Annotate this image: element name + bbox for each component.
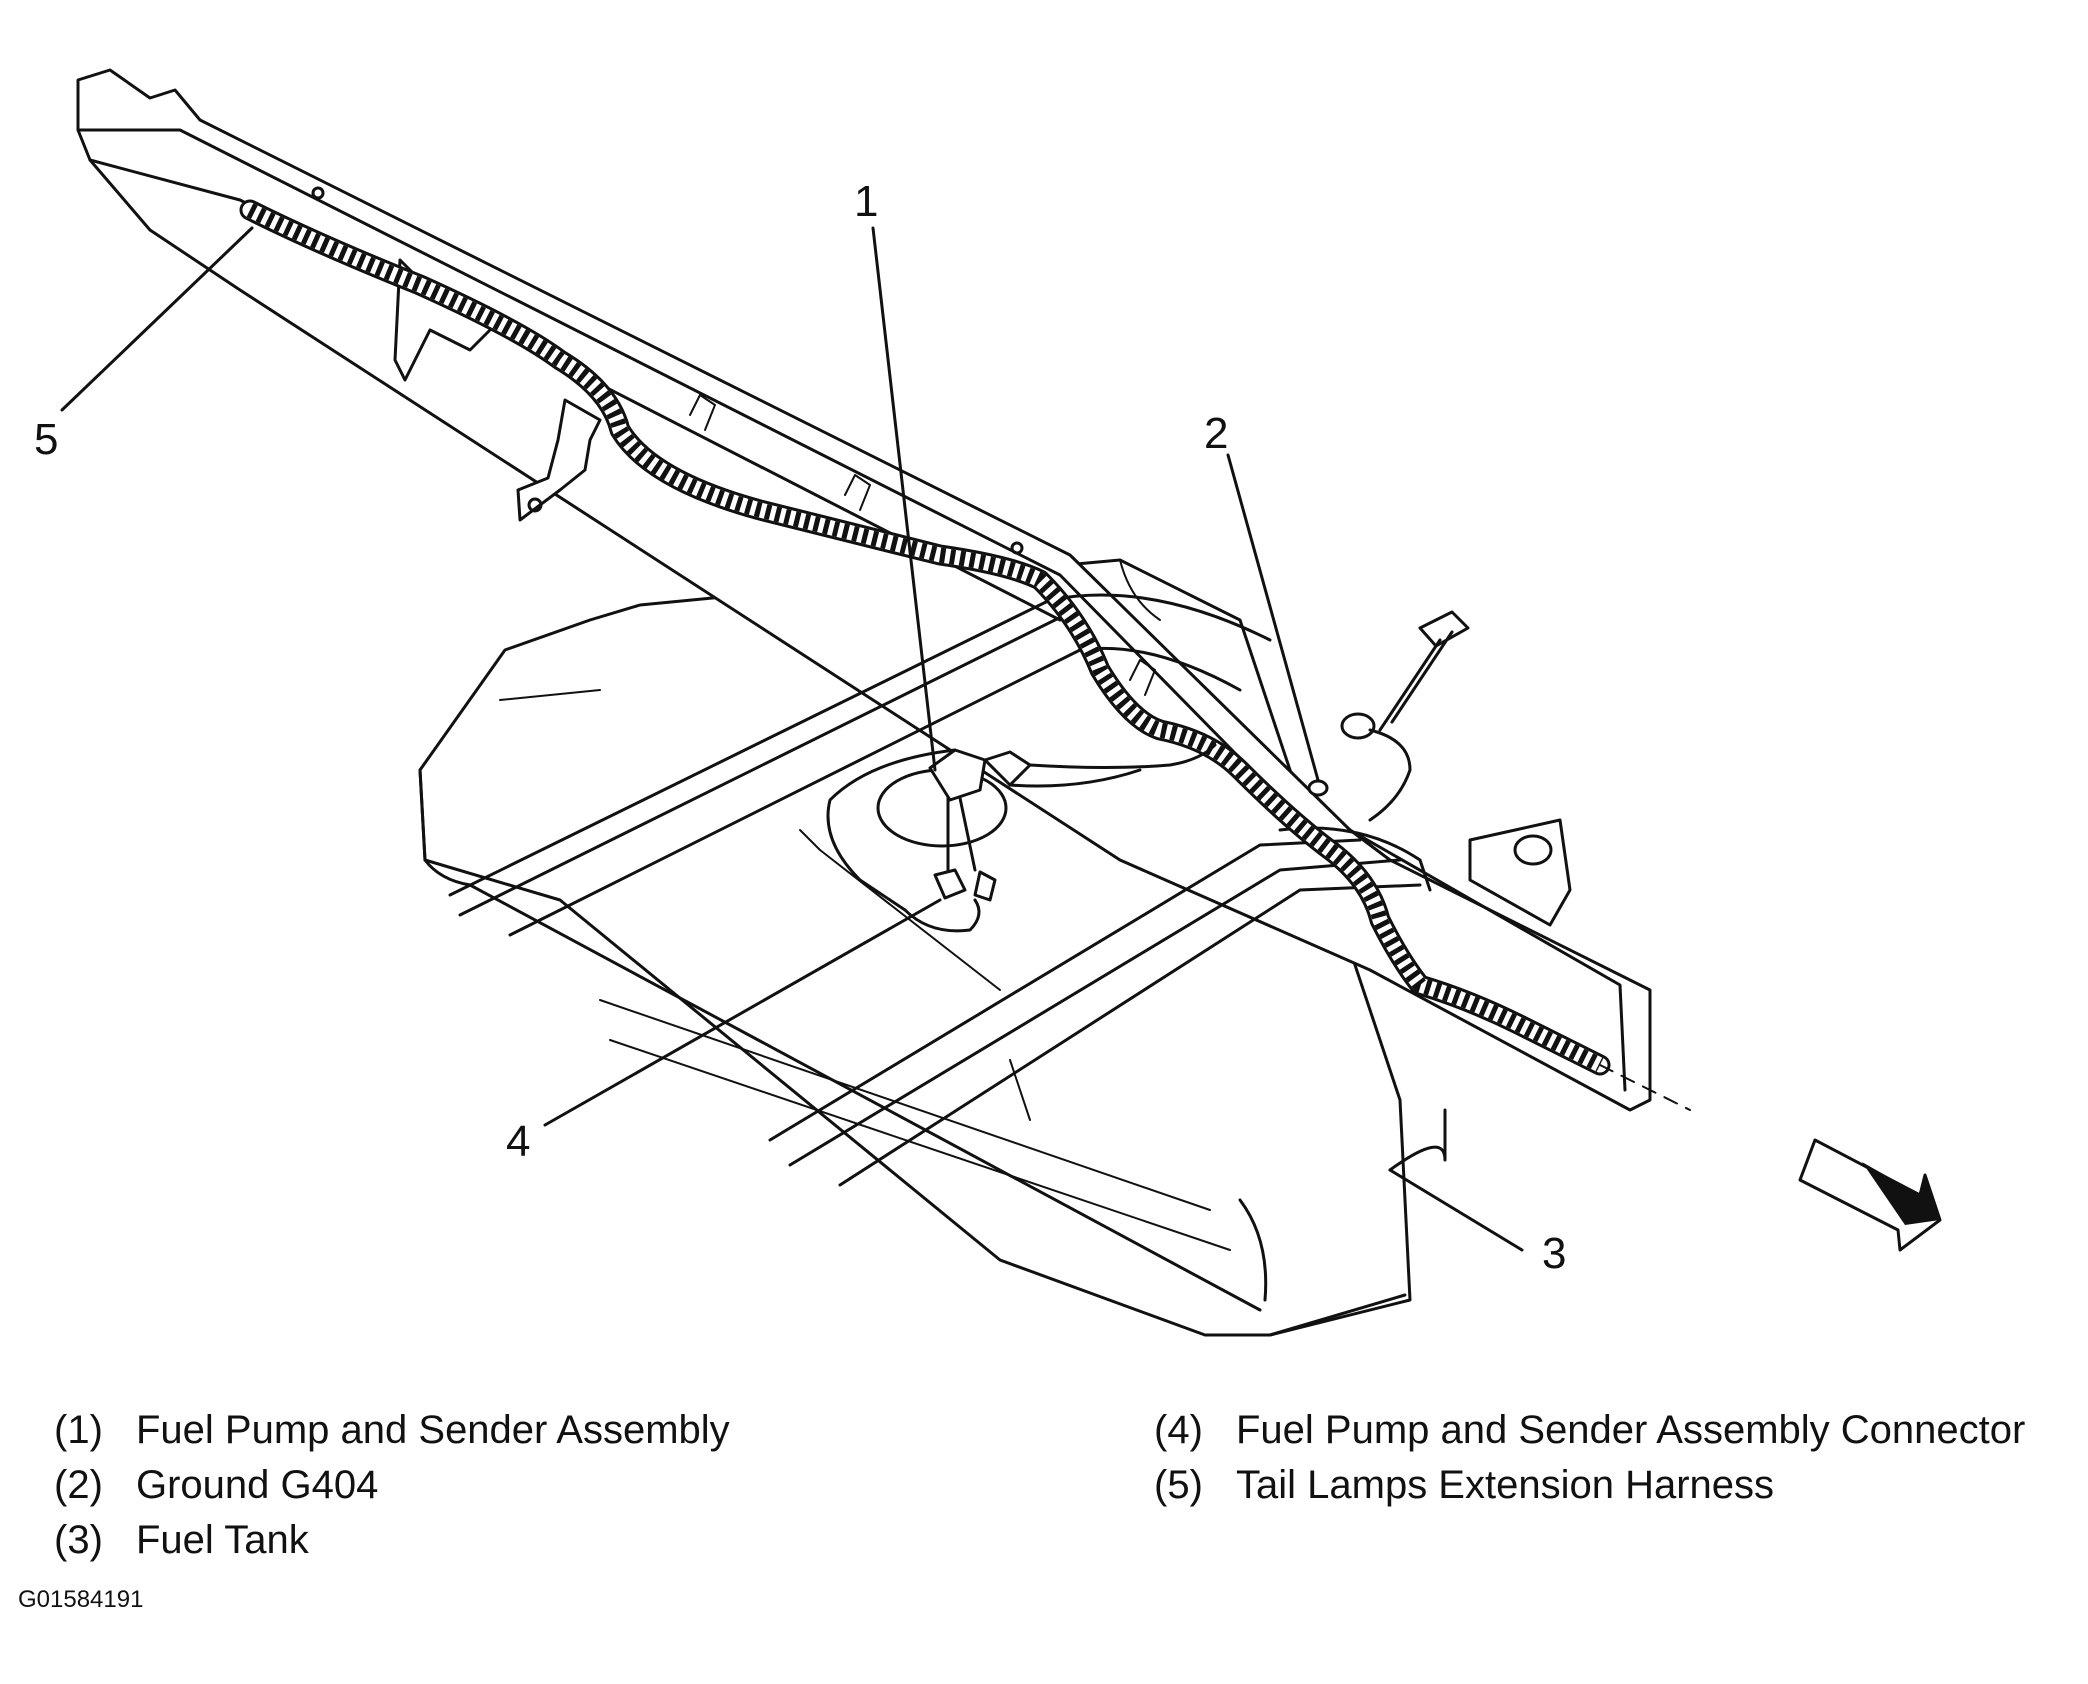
legend-item-2: (2) Ground G404 (54, 1465, 378, 1505)
ground-g404 (1307, 610, 1470, 822)
leader-lines (60, 226, 1524, 1252)
legend-number: (3) (54, 1518, 103, 1562)
front-arrow-icon (1798, 1138, 1942, 1252)
callout-4: 4 (506, 1117, 531, 1166)
legend-number: (1) (54, 1408, 103, 1452)
legend-text: Tail Lamps Extension Harness (1236, 1463, 1775, 1507)
legend-item-1: (1) Fuel Pump and Sender Assembly (54, 1410, 730, 1450)
callout-5: 5 (34, 415, 59, 464)
legend-text: Fuel Tank (136, 1518, 309, 1562)
leader-5 (60, 226, 254, 412)
legend-text: Fuel Pump and Sender Assembly Connector (1236, 1408, 2026, 1452)
legend-text: Fuel Pump and Sender Assembly (136, 1408, 730, 1452)
leader-4 (543, 898, 942, 1127)
fuel-pump-and-sender-assembly (826, 743, 1217, 933)
leader-2 (1226, 453, 1320, 782)
legend-item-4: (4) Fuel Pump and Sender Assembly Connect… (1154, 1410, 2025, 1450)
legend-text: Ground G404 (136, 1463, 379, 1507)
legend-number: (4) (1154, 1408, 1203, 1452)
leader-3 (1388, 1168, 1524, 1252)
callout-1: 1 (854, 177, 879, 226)
leader-1 (871, 226, 937, 772)
legend-number: (5) (1154, 1463, 1203, 1507)
legend-item-3: (3) Fuel Tank (54, 1520, 309, 1560)
callout-3: 3 (1542, 1229, 1567, 1278)
crossmember (448, 593, 1432, 1187)
figure-id: G01584191 (18, 1586, 144, 1613)
legend-number: (2) (54, 1463, 103, 1507)
legend-item-5: (5) Tail Lamps Extension Harness (1154, 1465, 1774, 1505)
callout-2: 2 (1204, 409, 1229, 458)
tail-lamps-extension-harness (239, 199, 1691, 1111)
